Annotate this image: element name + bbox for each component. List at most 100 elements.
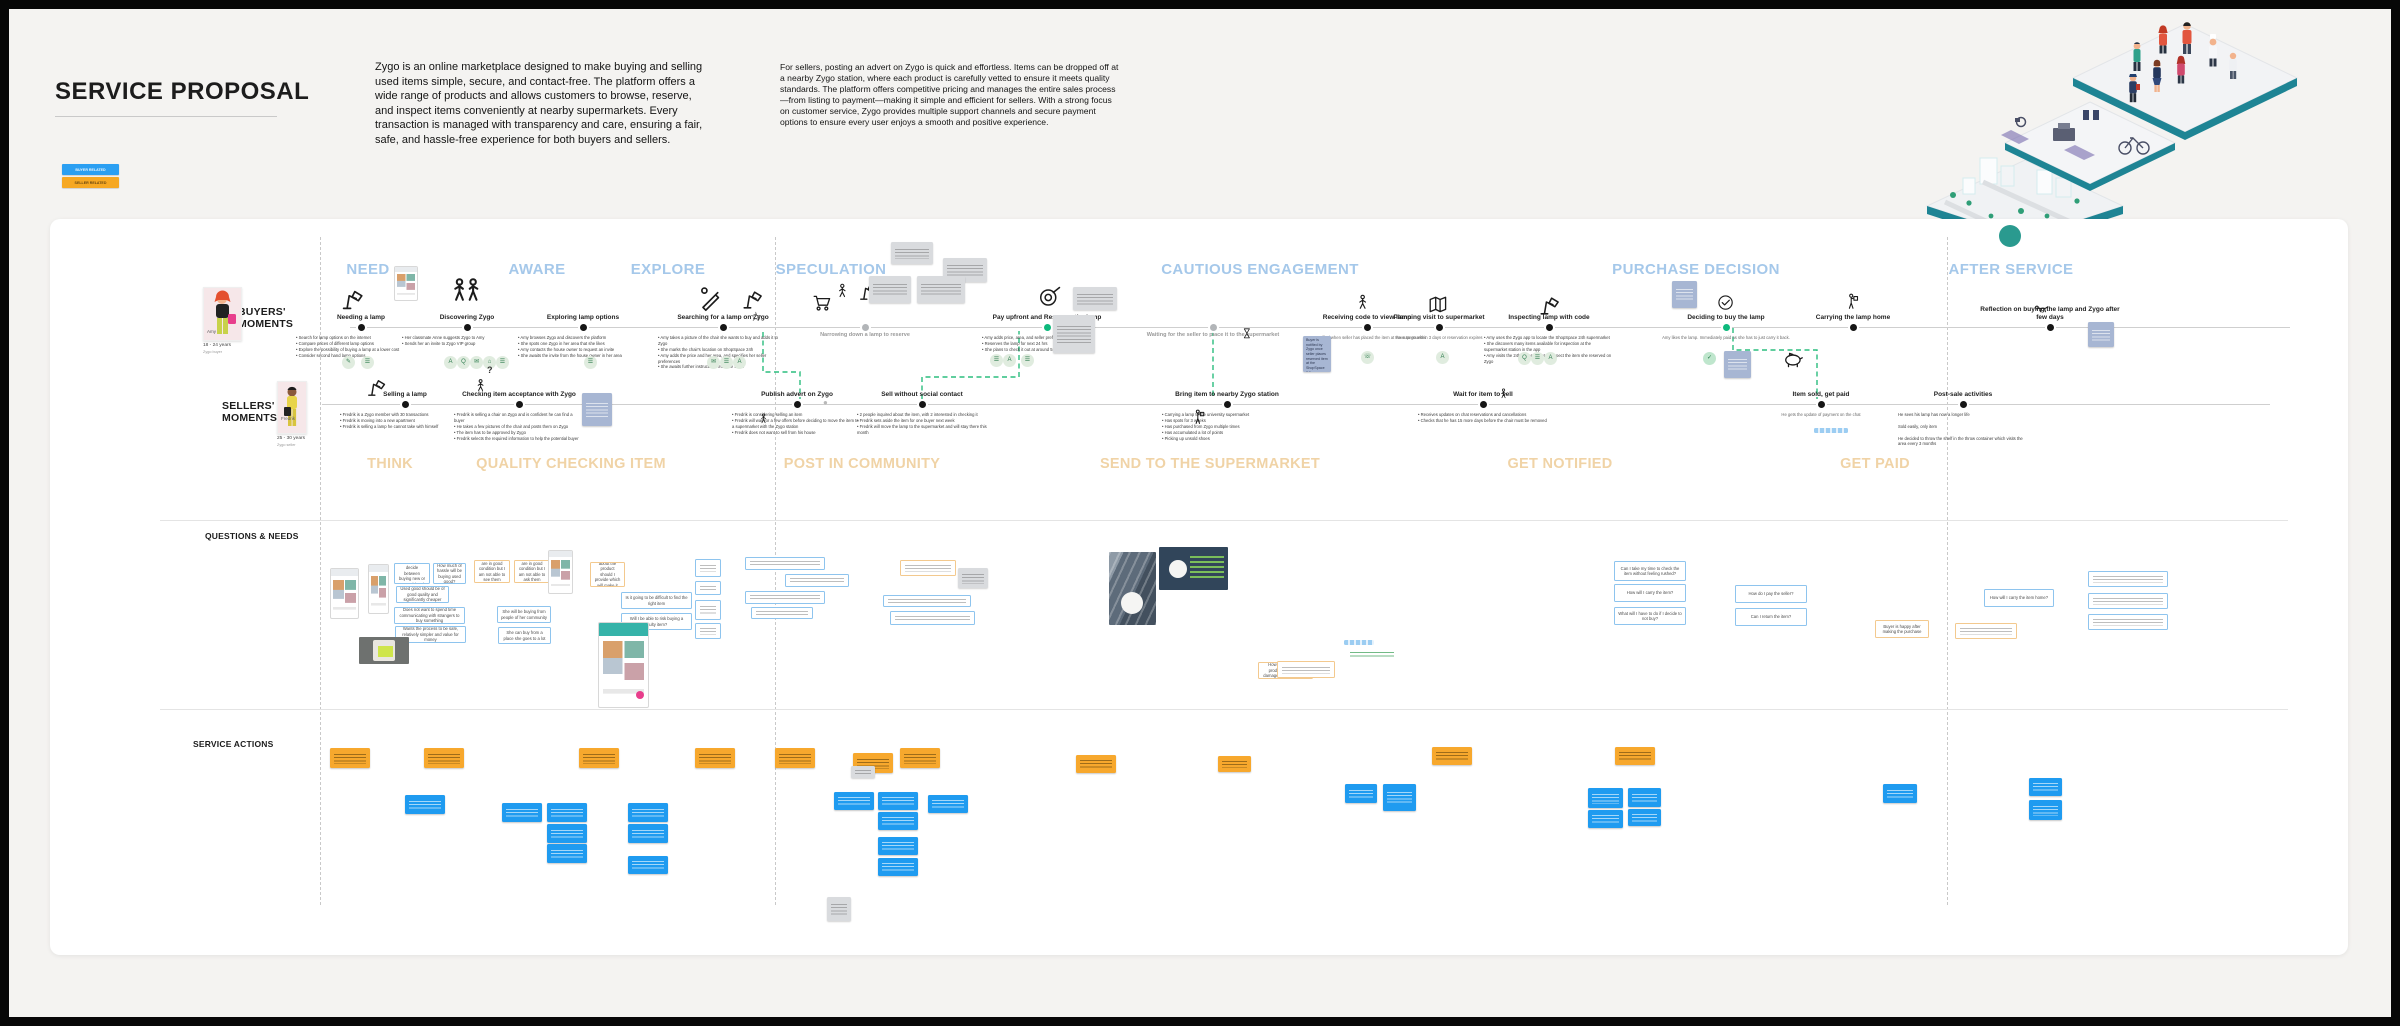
sticky-note[interactable]: [1383, 784, 1416, 811]
sticky-note[interactable]: [628, 824, 668, 843]
sticky-note[interactable]: [1814, 428, 1848, 433]
sticky-note[interactable]: [878, 792, 918, 810]
sticky-note[interactable]: What information about the product shoul…: [590, 562, 625, 587]
sticky-note[interactable]: [775, 748, 815, 768]
sticky-note[interactable]: [1277, 661, 1335, 678]
sticky-note[interactable]: [1076, 755, 1116, 773]
row-label-questions-needs[interactable]: QUESTIONS & NEEDS: [205, 531, 299, 541]
sticky-note[interactable]: [628, 856, 668, 874]
sticky-note[interactable]: [582, 393, 612, 426]
stage-header[interactable]: AFTER SERVICE: [1948, 261, 2074, 278]
sticky-note[interactable]: [695, 623, 721, 639]
sticky-note[interactable]: [1346, 648, 1398, 662]
buyer-persona-card[interactable]: Amy: [203, 287, 242, 341]
sticky-note[interactable]: [695, 559, 721, 577]
sticky-note[interactable]: Buyer is notified by Zygo once seller pl…: [1303, 336, 1331, 372]
sticky-note[interactable]: [900, 748, 940, 768]
sticky-note[interactable]: [878, 812, 918, 830]
sticky-note[interactable]: [405, 795, 445, 814]
sticky-note[interactable]: Can I return the item?: [1735, 608, 1807, 626]
sticky-note[interactable]: Which items are in good condition but I …: [474, 560, 510, 583]
sticky-note[interactable]: [1073, 287, 1117, 310]
sticky-note[interactable]: [2029, 800, 2062, 820]
sticky-note[interactable]: [878, 858, 918, 876]
zygo-app-home-screenshot[interactable]: [598, 622, 649, 708]
sticky-note[interactable]: Used good should be of good quality and …: [396, 586, 449, 603]
phase-header[interactable]: GET NOTIFIED: [1507, 456, 1613, 472]
sticky-note[interactable]: [751, 607, 813, 619]
sticky-note[interactable]: [851, 766, 875, 778]
sticky-note[interactable]: [1344, 640, 1374, 645]
stage-header[interactable]: PURCHASE DECISION: [1612, 261, 1780, 278]
sticky-note[interactable]: [1588, 788, 1623, 808]
stage-header[interactable]: EXPLORE: [630, 261, 706, 278]
sticky-note[interactable]: Buyer is happy after making the purchase: [1875, 620, 1929, 638]
sticky-note[interactable]: [695, 581, 721, 595]
sticky-note[interactable]: [1724, 351, 1751, 378]
sticky-note[interactable]: [883, 595, 971, 607]
sticky-note[interactable]: [917, 276, 965, 303]
stage-header[interactable]: SPECULATION: [775, 261, 887, 278]
sticky-note[interactable]: [869, 276, 911, 303]
sticky-note[interactable]: [1628, 809, 1661, 826]
sticky-note[interactable]: [330, 748, 370, 768]
sticky-note[interactable]: [2088, 571, 2168, 587]
sticky-note[interactable]: Needs to decide between buying new or se…: [394, 563, 430, 584]
stage-header[interactable]: CAUTIOUS ENGAGEMENT: [1161, 261, 1359, 278]
sticky-note[interactable]: [1883, 784, 1917, 803]
sticky-note[interactable]: Is it going to be difficult to find the …: [621, 592, 692, 609]
sticky-note[interactable]: How will I carry the item?: [1614, 584, 1686, 602]
sticky-note[interactable]: [2088, 614, 2168, 630]
sticky-note[interactable]: [745, 591, 825, 604]
sticky-note[interactable]: [891, 242, 933, 264]
sticky-note[interactable]: She can buy from a place she goes to a l…: [498, 627, 551, 644]
sticky-note[interactable]: Wants the process to be safe, relatively…: [395, 626, 466, 643]
app-screenshot-thumbnail[interactable]: [394, 266, 418, 301]
app-screenshot-product[interactable]: [548, 550, 573, 594]
stage-header[interactable]: AWARE: [508, 261, 566, 278]
sticky-note[interactable]: Does not want to spend time communicatin…: [394, 607, 465, 624]
sticky-note[interactable]: What will I have to do if I decide to no…: [1614, 607, 1686, 625]
sticky-note[interactable]: [695, 600, 721, 620]
app-screenshot-listing[interactable]: [368, 564, 389, 614]
sticky-note[interactable]: [1672, 281, 1697, 308]
sticky-note[interactable]: [1345, 784, 1377, 803]
phase-header[interactable]: GET PAID: [1840, 456, 1910, 472]
phase-header[interactable]: THINK: [367, 456, 413, 472]
row-label-service-actions[interactable]: SERVICE ACTIONS: [193, 739, 274, 749]
sticky-note[interactable]: [890, 611, 975, 625]
seller-persona-card[interactable]: Fredrik: [277, 381, 307, 434]
sticky-note[interactable]: [834, 792, 874, 810]
row-label-sellers-moments[interactable]: SELLERS' MOMENTS: [222, 400, 278, 425]
sticky-note[interactable]: Which items are in good condition but I …: [514, 560, 550, 583]
sticky-note[interactable]: [2088, 593, 2168, 609]
sticky-note[interactable]: [1955, 623, 2017, 639]
sticky-note[interactable]: [628, 803, 668, 822]
sticky-note[interactable]: [1615, 747, 1655, 765]
sticky-note[interactable]: [1432, 747, 1472, 765]
sticky-note[interactable]: [958, 568, 988, 588]
sticky-note[interactable]: [785, 574, 849, 587]
sticky-note[interactable]: [900, 560, 956, 576]
phase-header[interactable]: POST IN COMMUNITY: [783, 456, 941, 472]
sticky-note[interactable]: How will I carry the item home?: [1984, 589, 2054, 607]
sticky-note[interactable]: [695, 748, 735, 768]
sticky-note[interactable]: [547, 824, 587, 843]
sticky-note[interactable]: [1053, 315, 1095, 353]
app-screenshot-feed[interactable]: [330, 568, 359, 619]
sticky-note[interactable]: How do I pay the seller?: [1735, 585, 1807, 603]
sticky-note[interactable]: [579, 748, 619, 768]
sticky-note[interactable]: She will be buying from people of her co…: [497, 606, 551, 623]
legend-chip[interactable]: BUYER RELATED: [62, 164, 119, 175]
sticky-note[interactable]: [1588, 810, 1623, 828]
sticky-note[interactable]: [1218, 756, 1251, 772]
sticky-note[interactable]: [502, 803, 542, 822]
sticky-note[interactable]: [1628, 788, 1661, 807]
promo-photo[interactable]: [1159, 547, 1228, 590]
sticky-note[interactable]: [424, 748, 464, 768]
travelator-photo[interactable]: [1109, 552, 1156, 625]
sticky-note[interactable]: [2029, 778, 2062, 796]
sticky-note[interactable]: [827, 897, 851, 921]
sticky-note[interactable]: Can I take my time to check the item wit…: [1614, 561, 1686, 581]
sticky-note[interactable]: [547, 803, 587, 822]
